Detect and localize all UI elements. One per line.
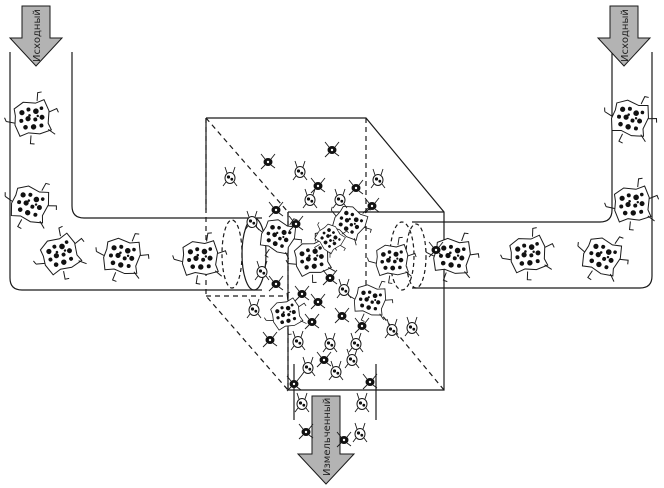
arrow-label-output: Измельченный	[322, 398, 333, 476]
agglomerate	[567, 223, 637, 291]
agglomerate	[496, 224, 561, 286]
arrow-input-left: Исходный	[8, 5, 64, 67]
feed-particles-left	[0, 89, 230, 290]
outlet-pipe	[293, 364, 377, 420]
agglomerate	[0, 173, 63, 237]
agglomerate	[24, 220, 96, 290]
arrow-output: Измельченный	[296, 395, 356, 485]
feed-particles-right	[421, 88, 663, 291]
feed-pipe-right	[412, 52, 653, 289]
agglomerate	[170, 231, 230, 287]
collision-zone-particles	[222, 141, 444, 353]
nozzle-left	[221, 217, 267, 291]
arrow-input-right: Исходный	[596, 5, 652, 67]
agglomerate	[421, 228, 482, 286]
arrow-label-input-left: Исходный	[32, 9, 43, 62]
agglomerate	[601, 175, 663, 235]
feed-pipe-left	[9, 52, 262, 291]
arrow-label-input-right: Исходный	[620, 9, 631, 62]
agglomerate	[91, 227, 153, 287]
